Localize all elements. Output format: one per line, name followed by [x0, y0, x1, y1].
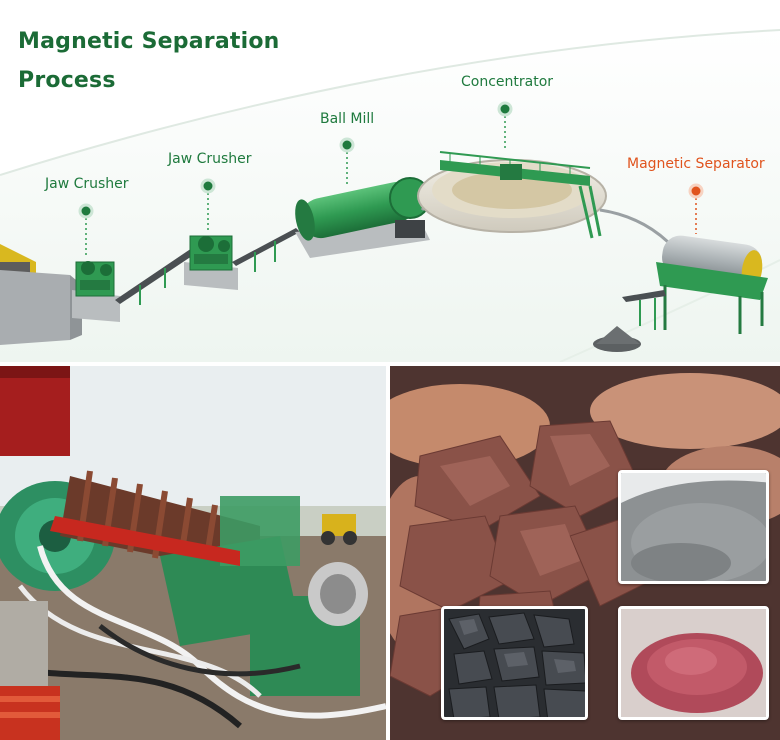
- jaw-crusher-2-icon: [184, 235, 238, 290]
- concentrator-icon: [417, 151, 607, 239]
- plant-photo: [0, 366, 386, 740]
- feed-truck-icon: [0, 244, 82, 345]
- marker-concentrator: [497, 101, 513, 150]
- floor-curve-line: [0, 29, 780, 176]
- stage-label-jaw-crusher-2: Jaw Crusher: [168, 151, 252, 167]
- marker-jaw-crusher-2: [200, 178, 216, 232]
- inset-grey-powder: [618, 470, 769, 584]
- diagram-title-line-2: Process: [18, 68, 116, 93]
- stage-label-concentrator: Concentrator: [461, 74, 554, 90]
- ore-photo: [390, 366, 780, 740]
- inset-black-ore: [441, 606, 588, 720]
- marker-magnetic-separator: [688, 183, 704, 234]
- red-powder-image: [621, 609, 766, 717]
- stage-label-ball-mill: Ball Mill: [320, 111, 375, 127]
- jaw-crusher-1-icon: [72, 261, 120, 322]
- conveyor-1: [115, 248, 198, 304]
- process-diagram-illustration: [0, 29, 780, 362]
- magnetic-separator-icon: [593, 235, 768, 352]
- marker-jaw-crusher-1: [78, 203, 94, 255]
- stage-label-jaw-crusher-1: Jaw Crusher: [45, 176, 129, 192]
- process-diagram-panel: Magnetic Separation Process Jaw Crusher …: [0, 0, 780, 362]
- inset-red-powder: [618, 606, 769, 720]
- black-ore-image: [444, 609, 585, 717]
- stage-label-magnetic-separator: Magnetic Separator: [627, 156, 765, 172]
- conveyor-2: [232, 228, 300, 266]
- grey-powder-image: [621, 473, 766, 581]
- diagram-title-line-1: Magnetic Separation: [18, 29, 280, 54]
- plant-photo-illustration: [0, 366, 386, 740]
- marker-ball-mill: [339, 137, 355, 184]
